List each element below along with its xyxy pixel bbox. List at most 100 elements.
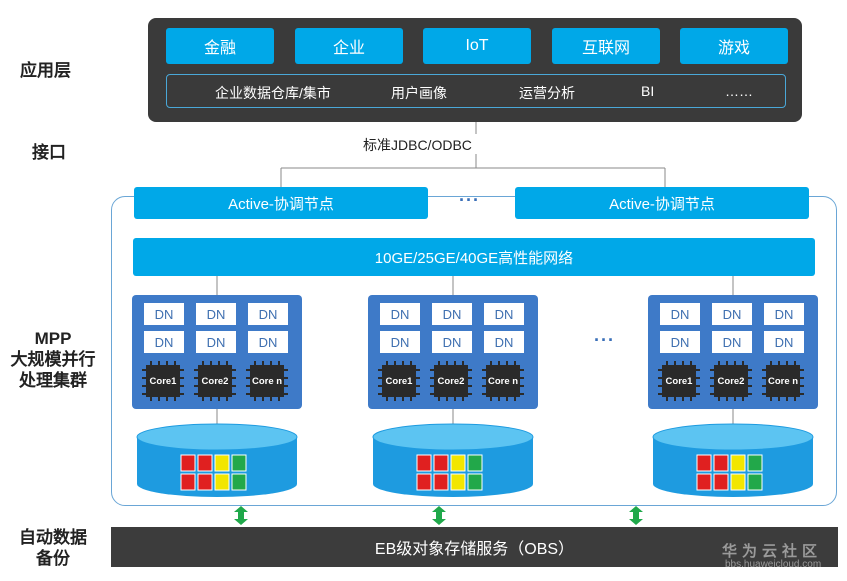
app-finance: 金融 xyxy=(166,28,274,64)
mpp-cluster-frame xyxy=(111,196,837,506)
dn-box: DN xyxy=(248,303,288,325)
app-gaming: 游戏 xyxy=(680,28,788,64)
data-block xyxy=(197,473,213,491)
disk-top xyxy=(136,423,298,451)
layer-label-backup-line2: 备份 xyxy=(36,549,70,568)
data-block xyxy=(214,473,230,491)
dn-box: DN xyxy=(764,303,804,325)
backup-arrow-icon-1 xyxy=(234,506,248,525)
layer-label-backup: 自动数据 备份 xyxy=(8,527,98,569)
data-block xyxy=(416,454,432,472)
layer-label-backup-line1: 自动数据 xyxy=(19,528,87,547)
data-block xyxy=(730,454,746,472)
storage-disk-3 xyxy=(652,423,814,497)
dn-box: DN xyxy=(764,331,804,353)
core-label: Core n xyxy=(766,365,800,397)
app-internet: 互联网 xyxy=(552,28,660,64)
layer-label-interface: 接口 xyxy=(32,143,66,162)
scenario-ops-analysis: 运营分析 xyxy=(519,85,575,101)
dn-box: DN xyxy=(380,331,420,353)
dn-box: DN xyxy=(248,331,288,353)
core-label: Core n xyxy=(486,365,520,397)
app-enterprise: 企业 xyxy=(295,28,403,64)
dn-box: DN xyxy=(144,303,184,325)
data-block xyxy=(696,454,712,472)
data-block xyxy=(467,473,483,491)
dn-box: DN xyxy=(432,303,472,325)
disk-top xyxy=(372,423,534,451)
cpu-core-icon: Core n xyxy=(482,361,524,401)
app-scenarios-bar: 企业数据仓库/集市 用户画像 运营分析 BI …… xyxy=(166,74,786,108)
layer-label-mpp-line2: 大规模并行 xyxy=(10,350,96,369)
dn-box: DN xyxy=(712,331,752,353)
core-label: Core2 xyxy=(434,365,468,397)
core-label: Core1 xyxy=(662,365,696,397)
backup-arrow-icon-3 xyxy=(629,506,643,525)
core-label: Core2 xyxy=(198,365,232,397)
dn-box: DN xyxy=(660,303,700,325)
cpu-core-icon: Core2 xyxy=(710,361,752,401)
data-block xyxy=(450,454,466,472)
interface-label: 标准JDBC/ODBC xyxy=(363,137,472,153)
data-block xyxy=(433,473,449,491)
layer-label-mpp: MPP 大规模并行 处理集群 xyxy=(6,328,100,391)
obs-storage-bar: EB级对象存储服务（OBS） xyxy=(111,527,838,567)
data-block xyxy=(231,454,247,472)
cpu-core-icon: Core n xyxy=(762,361,804,401)
data-block xyxy=(214,454,230,472)
data-block xyxy=(467,454,483,472)
storage-disk-2 xyxy=(372,423,534,497)
high-performance-network: 10GE/25GE/40GE高性能网络 xyxy=(133,238,815,276)
scenario-user-profile: 用户画像 xyxy=(391,85,447,101)
app-iot: IoT xyxy=(423,28,531,64)
cpu-core-icon: Core1 xyxy=(378,361,420,401)
scenario-bi: BI xyxy=(641,83,655,99)
data-block xyxy=(696,473,712,491)
coordinator-node-2: Active-协调节点 xyxy=(515,187,809,219)
cpu-core-icon: Core1 xyxy=(142,361,184,401)
cpu-core-icon: Core1 xyxy=(658,361,700,401)
dn-box: DN xyxy=(196,303,236,325)
data-block xyxy=(747,454,763,472)
data-block xyxy=(713,473,729,491)
disk-top xyxy=(652,423,814,451)
core-label: Core1 xyxy=(146,365,180,397)
dn-box: DN xyxy=(712,303,752,325)
data-node-1: DN DN DN DN DN DN Core1 Core2 Core n xyxy=(132,295,302,409)
coordinator-node-1: Active-协调节点 xyxy=(134,187,428,219)
core-label: Core n xyxy=(250,365,284,397)
scenario-more: …… xyxy=(725,83,753,99)
scenario-data-warehouse: 企业数据仓库/集市 xyxy=(215,85,331,101)
watermark-brand: 华为云社区 xyxy=(722,543,823,560)
dn-box: DN xyxy=(144,331,184,353)
dn-box: DN xyxy=(432,331,472,353)
storage-disk-1 xyxy=(136,423,298,497)
cpu-core-icon: Core n xyxy=(246,361,288,401)
coordinator-ellipsis: ··· xyxy=(459,190,480,210)
core-label: Core2 xyxy=(714,365,748,397)
node-ellipsis: ··· xyxy=(594,330,615,350)
watermark-url: bbs.huaweicloud.com xyxy=(725,559,822,570)
dn-box: DN xyxy=(484,303,524,325)
data-block xyxy=(416,473,432,491)
dn-box: DN xyxy=(196,331,236,353)
data-block xyxy=(450,473,466,491)
data-block xyxy=(231,473,247,491)
layer-label-mpp-line1: MPP xyxy=(34,329,72,348)
layer-label-mpp-line3: 处理集群 xyxy=(19,371,87,390)
data-block xyxy=(180,473,196,491)
dn-box: DN xyxy=(380,303,420,325)
cpu-core-icon: Core2 xyxy=(194,361,236,401)
layer-label-application: 应用层 xyxy=(20,61,71,80)
data-block xyxy=(747,473,763,491)
backup-arrow-icon-2 xyxy=(432,506,446,525)
data-block xyxy=(433,454,449,472)
data-block xyxy=(713,454,729,472)
data-block xyxy=(180,454,196,472)
data-block xyxy=(197,454,213,472)
